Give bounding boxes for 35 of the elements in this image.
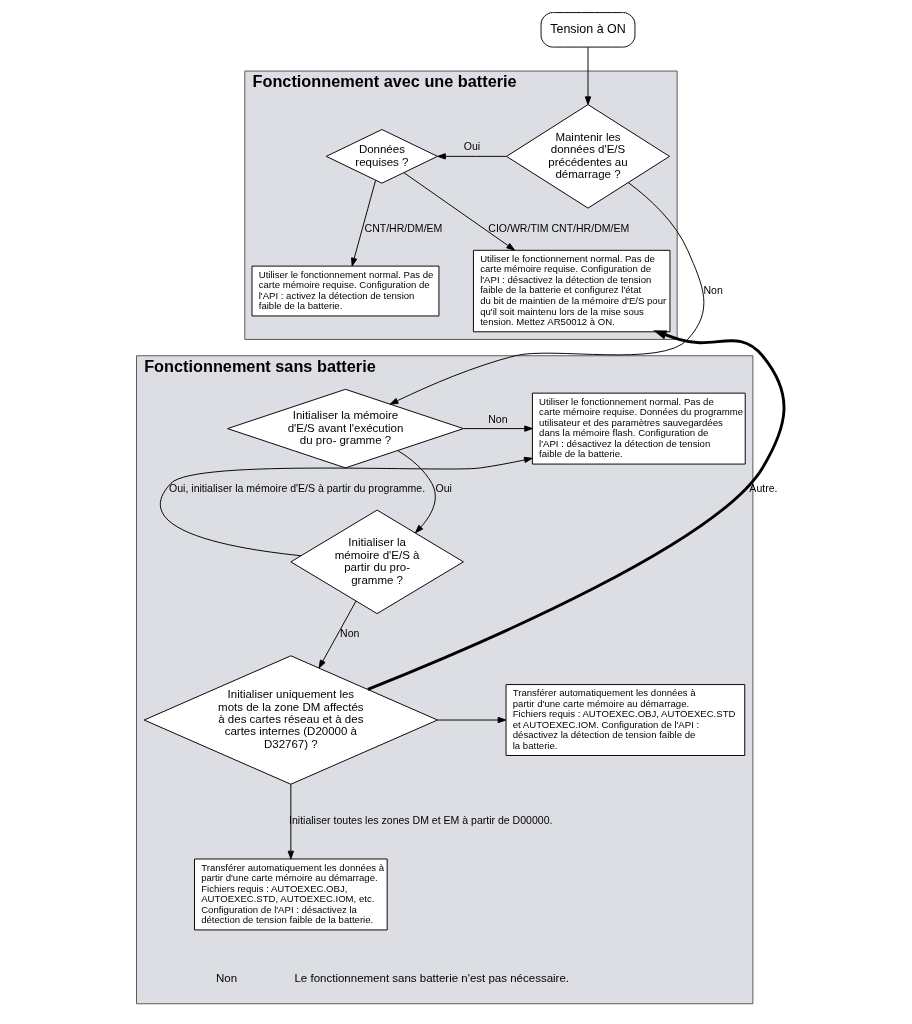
edge-label: Oui [463,140,480,153]
arrow [350,179,376,267]
edge-label: CNT/HR/DM/EM [364,221,442,234]
arrow [436,716,506,724]
arrow [584,46,591,106]
arrow [318,600,356,669]
edge-label: Autre. [748,481,777,494]
node-box: Utiliser le fonctionnement normal. Pas de carte mémoire requise. Configuration de l'API : désactivez la détection de tension faible de la batterie et configurez l'état du bit de maintien de la mémoire d'E/S pour qu'il soit maintenu lors de la mise sous tension. Mettez AR50012 à ON. [472,249,670,333]
node-box: Transférer automatiquement les données à partir d'une carte mémoire au démarrage. Fichiers requis : AUTOEXEC.OBJ, AUTOEXEC.STD et AUTOEXEC.IOM. Configuration de l'API : désactivez la détection de tension faible de la batterie. [505,684,745,756]
arrow [159,456,533,557]
edge-label: Oui, initialiser la mémoire d'E/S à partir du programme. [168,481,425,494]
node-box: Tension à ON [540,12,635,48]
edge-label: CIO/WR/TIM CNT/HR/DM/EM [487,221,629,234]
arrow [462,425,533,432]
arrow [287,783,294,860]
node-box: Utiliser le fonctionnement normal. Pas de carte mémoire requise. Données du programme utilisateur et des paramètres sauvegardées dans la mémoire flash. Configuration de l'API : désactivez la détection de tension faible de la batterie. [531,392,746,465]
node-diamond: Initialiser uniquement les mots de la zone DM affectés à des cartes réseau et à des cartes internes (D20000 à D32767) ? [143,655,438,785]
edge-label: Non [487,412,508,425]
arrow [397,450,436,534]
edge-label: Initialiser toutes les zones DM et EM à partir de D00000. [288,814,552,827]
node-box: Utiliser le fonctionnement normal. Pas de carte mémoire requise. Configuration de l'API : activez la détection de tension faible de la batterie. [251,265,439,317]
arrow [403,172,515,251]
arrow [436,153,507,160]
label: Le fonctionnement sans batterie n'est pas nécessaire. [293,971,569,984]
label: Non [215,971,237,984]
edge-label: Non [339,627,359,640]
node-box: Transférer automatiquement les données à partir d'une carte mémoire au démarrage. Fichiers requis : AUTOEXEC.OBJ, AUTOEXEC.STD, AUTOEXEC.IOM, etc. Configuration de l'API : désactivez la détection de tension faible de la batterie. [193,858,388,931]
node-diamond: Maintenir les données d'E/S précédentes au démarrage ? [505,104,670,209]
arrow [366,330,785,691]
arrow [389,182,704,405]
edge-label: Non [702,283,723,296]
node-diamond: Initialiser la mémoire d'E/S à partir du pro- gramme ? [289,509,464,615]
node-diamond: Données requises ? [325,129,438,184]
node-diamond: Initialiser la mémoire d'E/S avant l'exécution du pro- gramme ? [226,388,464,469]
edge-label: Oui [435,481,452,494]
